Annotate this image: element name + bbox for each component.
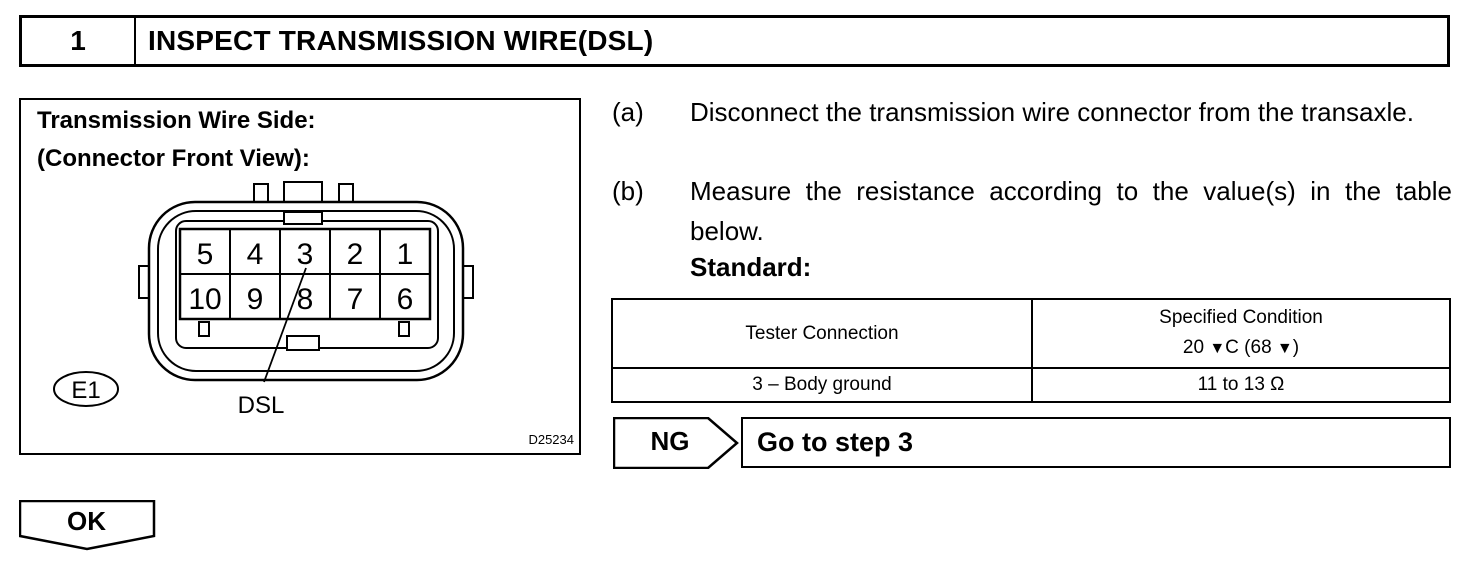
degree-triangle-icon: ▼	[1276, 340, 1293, 357]
ok-label[interactable]: OK	[67, 506, 106, 536]
header-temperature: 20 ▼C (68 ▼)	[1033, 333, 1449, 364]
ok-arrow-tab	[19, 500, 156, 551]
row-connection: 3 – Body ground	[611, 367, 1033, 403]
ng-arrow-tab	[613, 417, 739, 469]
connector-code-e1: E1	[71, 377, 100, 404]
instruction-b-mark: (b)	[612, 176, 644, 206]
pin-1: 1	[397, 238, 414, 271]
figure-code: D25234	[528, 432, 574, 447]
connector-figure: Transmission Wire Side: (Connector Front…	[19, 98, 581, 455]
dsl-label: DSL	[238, 392, 285, 419]
pin-3: 3	[297, 238, 314, 271]
pin-8: 8	[297, 283, 314, 316]
step-title: INSPECT TRANSMISSION WIRE(DSL)	[148, 25, 654, 56]
instruction-a-text: Disconnect the transmission wire connect…	[690, 97, 1414, 127]
figure-caption-line1: Transmission Wire Side:	[37, 107, 316, 134]
header-specified-condition-label: Specified Condition	[1159, 307, 1323, 328]
header-tester-connection: Tester Connection	[611, 298, 1033, 369]
dsl-pointer-line	[263, 267, 307, 383]
temp-unit-c: C (68	[1225, 337, 1272, 358]
temp-value-c: 20	[1182, 337, 1205, 358]
instruction-a-mark: (a)	[612, 97, 644, 127]
connector-drawing: 5 4 3 2 1 10 9 8 7 6 DSL E1	[53, 181, 474, 419]
spec-table-header-row: Tester Connection Specified Condition 20…	[611, 298, 1451, 369]
pin-5: 5	[197, 238, 214, 271]
pin-7: 7	[347, 283, 364, 316]
instruction-b-text: Measure the resistance according to the …	[690, 176, 1452, 246]
header-specified-condition: Specified Condition 20 ▼C (68 ▼)	[1031, 298, 1451, 369]
pin-10: 10	[188, 283, 221, 316]
row-condition: 11 to 13 Ω	[1031, 367, 1451, 403]
step-header: 1 INSPECT TRANSMISSION WIRE(DSL)	[19, 15, 1450, 67]
pin-4: 4	[247, 238, 264, 271]
temp-unit-f: )	[1292, 337, 1300, 358]
pin-2: 2	[347, 238, 364, 271]
pin-6: 6	[397, 283, 414, 316]
ng-label: NG	[650, 426, 690, 456]
table-row: 3 – Body ground 11 to 13 Ω	[611, 367, 1451, 403]
ng-action[interactable]: Go to step 3	[741, 417, 1451, 468]
figure-caption-line2: (Connector Front View):	[37, 145, 310, 172]
pin-9: 9	[247, 283, 264, 316]
spec-table: Tester Connection Specified Condition 20…	[611, 298, 1451, 403]
standard-label: Standard:	[690, 252, 812, 282]
degree-triangle-icon: ▼	[1209, 340, 1226, 357]
step-number: 1	[22, 18, 136, 64]
